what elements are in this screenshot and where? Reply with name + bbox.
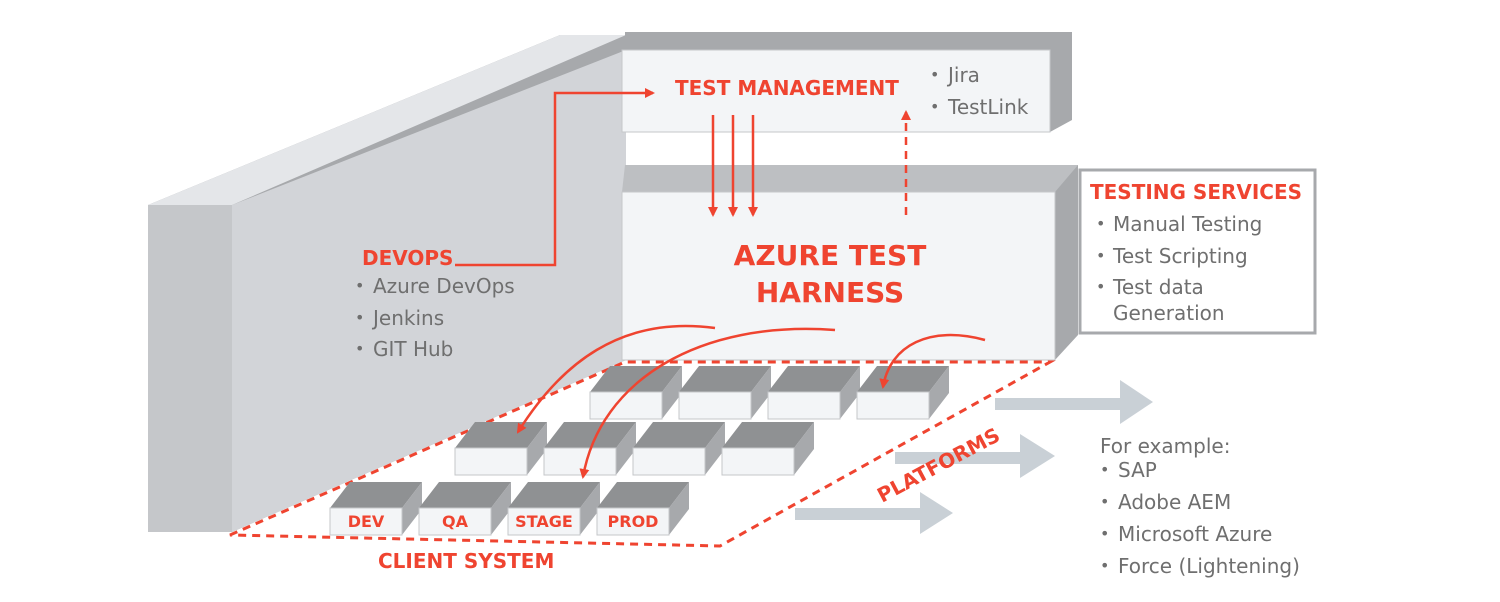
environment-label: PROD [608,512,659,531]
tile-top [590,366,682,392]
tile-top [722,422,814,448]
devops-title: DEVOPS [362,246,453,270]
example-item-force-lightening: Force (Lightening) [1118,554,1300,578]
tile-front [856,391,930,420]
platform-tile [678,366,771,420]
tile-side [794,422,814,475]
test-management-box [621,32,1072,133]
tile-front [454,447,528,476]
tile-side [662,366,682,419]
tile-top [544,422,636,448]
environment-tile: DEV [329,482,422,536]
bullet-icon: • [1100,492,1109,511]
tile-top [419,482,511,508]
tool-item-testlink: TestLink [947,95,1029,119]
bullet-icon: • [355,276,364,295]
bullet-icon: • [355,339,364,358]
bullet-icon: • [1100,524,1109,543]
devops-wall [148,35,626,532]
environment-label: QA [442,512,469,531]
platform-arrows [795,380,1153,534]
tile-side [751,366,771,419]
bullet-icon: • [1100,460,1109,479]
harness-title-line-2: HARNESS [756,276,904,309]
tile-front [418,507,492,536]
platform-arrow-icon [895,434,1055,478]
service-item-manual-testing: Manual Testing [1113,212,1262,236]
tile-top [679,366,771,392]
tool-item-jira: Jira [946,63,980,87]
platform-tile [721,422,814,476]
bullet-icon: • [930,65,939,84]
devops-to-test-management-arrow [455,88,655,267]
platform-tiles: DEV QA STAGE PROD [329,366,949,536]
bullet-icon: • [1096,214,1105,233]
tile-front [329,507,403,536]
bullet-icon: • [930,97,939,116]
tile-side [491,482,511,535]
example-item-adobe-aem: Adobe AEM [1118,490,1231,514]
harness-title-line-1: AZURE TEST [734,239,927,272]
tile-side [929,366,949,419]
tile-top [768,366,860,392]
tile-side [840,366,860,419]
bullet-icon: • [355,308,364,327]
tile-side [669,482,689,535]
tile-front [632,447,706,476]
environment-label: DEV [348,512,385,531]
tile-front [596,507,670,536]
tile-top [508,482,600,508]
harness-to-dev-tile-arrow [516,324,716,434]
service-item-test-scripting: Test Scripting [1112,244,1248,268]
harness-to-stage-tile-arrow [579,327,836,479]
service-item-test-data: Test data [1112,275,1204,299]
tile-front [678,391,752,420]
harness-to-prod-tile-arrow [879,333,986,389]
platform-tile [767,366,860,420]
tile-top [597,482,689,508]
tile-side [402,482,422,535]
platform-tile [856,366,949,420]
environment-label: STAGE [515,512,573,531]
environment-tile: QA [418,482,511,536]
tile-side [616,422,636,475]
devops-item-git-hub: GIT Hub [373,337,453,361]
bullet-icon: • [1100,556,1109,575]
tile-front [767,391,841,420]
tile-top [330,482,422,508]
test-management-title: TEST MANAGEMENT [675,76,899,100]
service-item-generation: Generation [1113,301,1225,325]
testing-services-title: TESTING SERVICES [1090,180,1302,204]
tile-front [721,447,795,476]
environment-tile: PROD [596,482,689,536]
platform-tile [632,422,725,476]
example-item-sap: SAP [1118,458,1157,482]
tile-side [527,422,547,475]
examples-heading: For example: [1100,434,1230,458]
testing-services-box [1078,168,1317,335]
client-system-outline [229,360,1056,548]
tile-front [589,391,663,420]
tile-front [543,447,617,476]
tile-side [580,482,600,535]
client-system-label: CLIENT SYSTEM [378,549,554,573]
platform-tile [454,422,547,476]
tile-top [633,422,725,448]
bullet-icon: • [1096,277,1105,296]
platform-tile [589,366,682,420]
example-item-microsoft-azure: Microsoft Azure [1118,522,1272,546]
devops-item-azure-devops: Azure DevOps [373,274,515,298]
platforms-label: PLATFORMS [873,423,1004,508]
platform-arrow-icon [795,492,953,534]
tile-side [705,422,725,475]
flow-arrows [455,88,986,479]
tile-front [507,507,581,536]
bullet-icon: • [1096,246,1105,265]
devops-item-jenkins: Jenkins [371,306,444,330]
environment-tile: STAGE [507,482,600,536]
platform-arrow-icon [995,380,1153,424]
